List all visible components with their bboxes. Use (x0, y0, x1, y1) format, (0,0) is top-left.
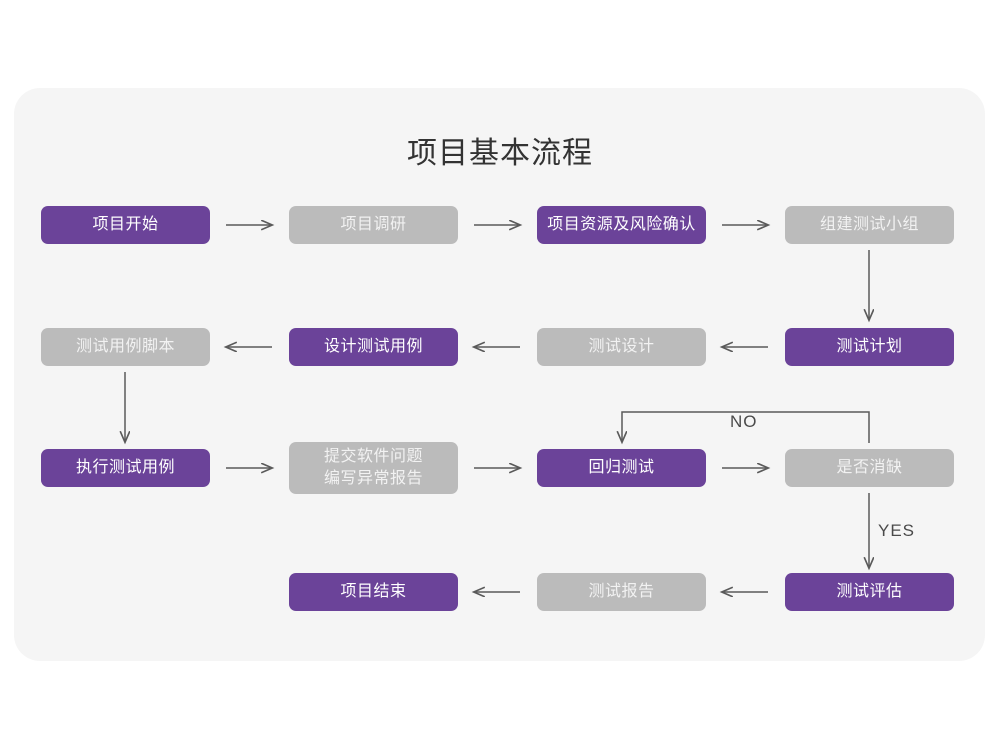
node-project-start[interactable]: 项目开始 (41, 206, 210, 244)
edge-label-no: NO (730, 412, 758, 431)
edge-label-yes: YES (878, 521, 916, 540)
node-design-test-case[interactable]: 设计测试用例 (289, 328, 458, 366)
node-execute-test-case[interactable]: 执行测试用例 (41, 449, 210, 487)
node-test-case-script[interactable]: 测试用例脚本 (41, 328, 210, 366)
node-regression-test[interactable]: 回归测试 (537, 449, 706, 487)
node-project-end[interactable]: 项目结束 (289, 573, 458, 611)
node-test-plan[interactable]: 测试计划 (785, 328, 954, 366)
node-test-evaluation[interactable]: 测试评估 (785, 573, 954, 611)
node-build-test-team[interactable]: 组建测试小组 (785, 206, 954, 244)
diagram-card (14, 88, 985, 661)
node-defect-resolved-decision[interactable]: 是否消缺 (785, 449, 954, 487)
node-test-report[interactable]: 测试报告 (537, 573, 706, 611)
node-test-design[interactable]: 测试设计 (537, 328, 706, 366)
node-project-research[interactable]: 项目调研 (289, 206, 458, 244)
node-submit-issue-report[interactable]: 提交软件问题 编写异常报告 (289, 442, 458, 494)
page-title: 项目基本流程 (407, 137, 593, 170)
node-resource-risk-confirm[interactable]: 项目资源及风险确认 (537, 206, 706, 244)
